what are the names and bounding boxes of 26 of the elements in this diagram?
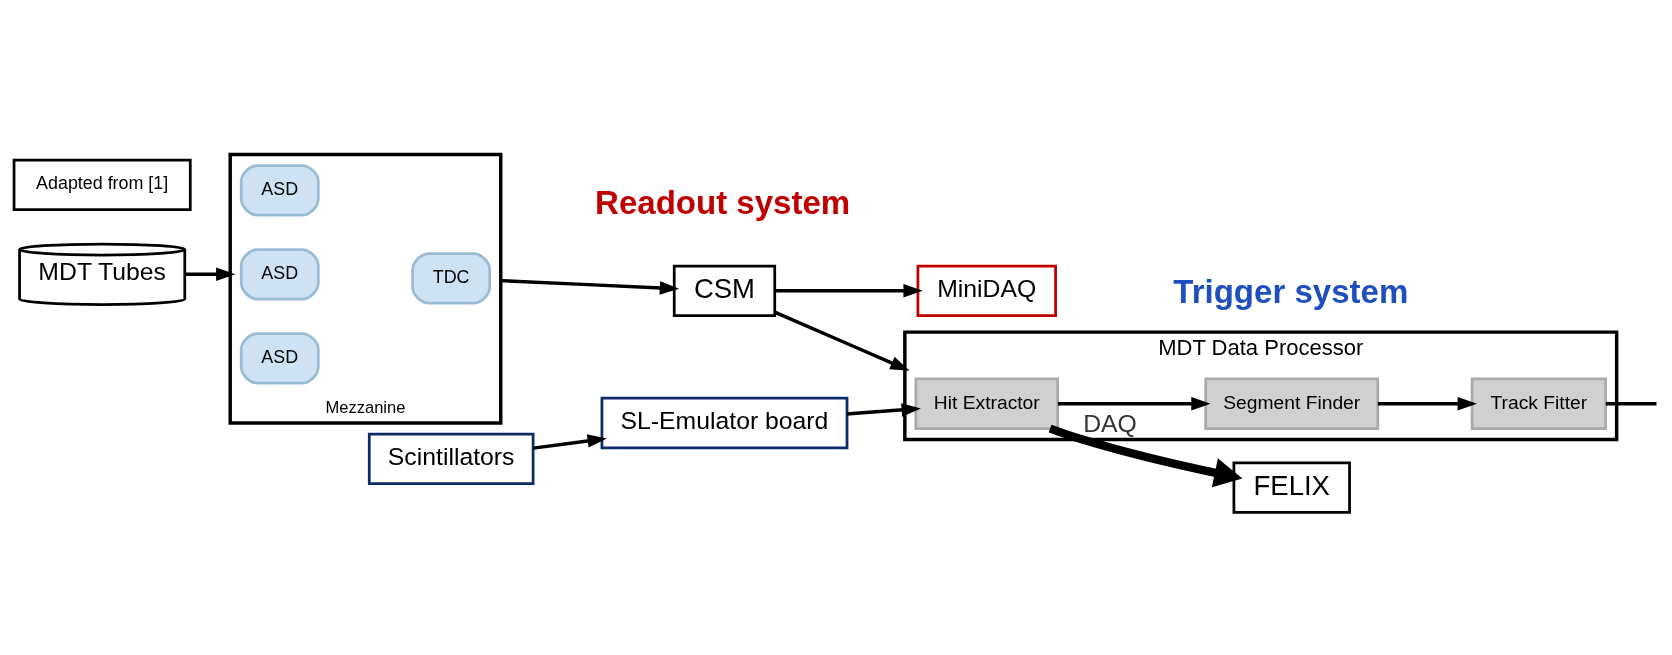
node-box: CSM: [672, 264, 777, 317]
arrow: [775, 283, 923, 298]
node-box: ASD: [239, 331, 320, 384]
label: Trigger system: [1173, 272, 1409, 310]
arrow: [500, 278, 680, 295]
arrow: [533, 433, 607, 450]
node-box: Scintillators: [367, 432, 535, 485]
connector: [1605, 401, 1657, 405]
arrow: [1048, 424, 1243, 487]
node-box: ASD: [239, 247, 320, 300]
node-box: Segment Finder: [1204, 377, 1380, 430]
node-box: ASD: [239, 163, 320, 216]
label: Readout system: [595, 183, 851, 221]
node-box: MiniDAQ: [916, 264, 1057, 317]
node-box: SL-Emulator board: [600, 396, 849, 449]
arrow: [774, 310, 910, 371]
node-box: Adapted from [1]: [12, 158, 192, 211]
arrow: [847, 402, 921, 417]
edge-label: DAQ: [1083, 409, 1137, 437]
node-box: Hit Extractor: [914, 377, 1060, 430]
node-box: Track Fitter: [1470, 377, 1607, 430]
arrow: [1377, 396, 1477, 410]
node-box: TDC: [411, 251, 492, 305]
node-box: FELIX: [1232, 461, 1351, 514]
arrow: [1057, 396, 1211, 410]
arrow: [184, 267, 236, 281]
